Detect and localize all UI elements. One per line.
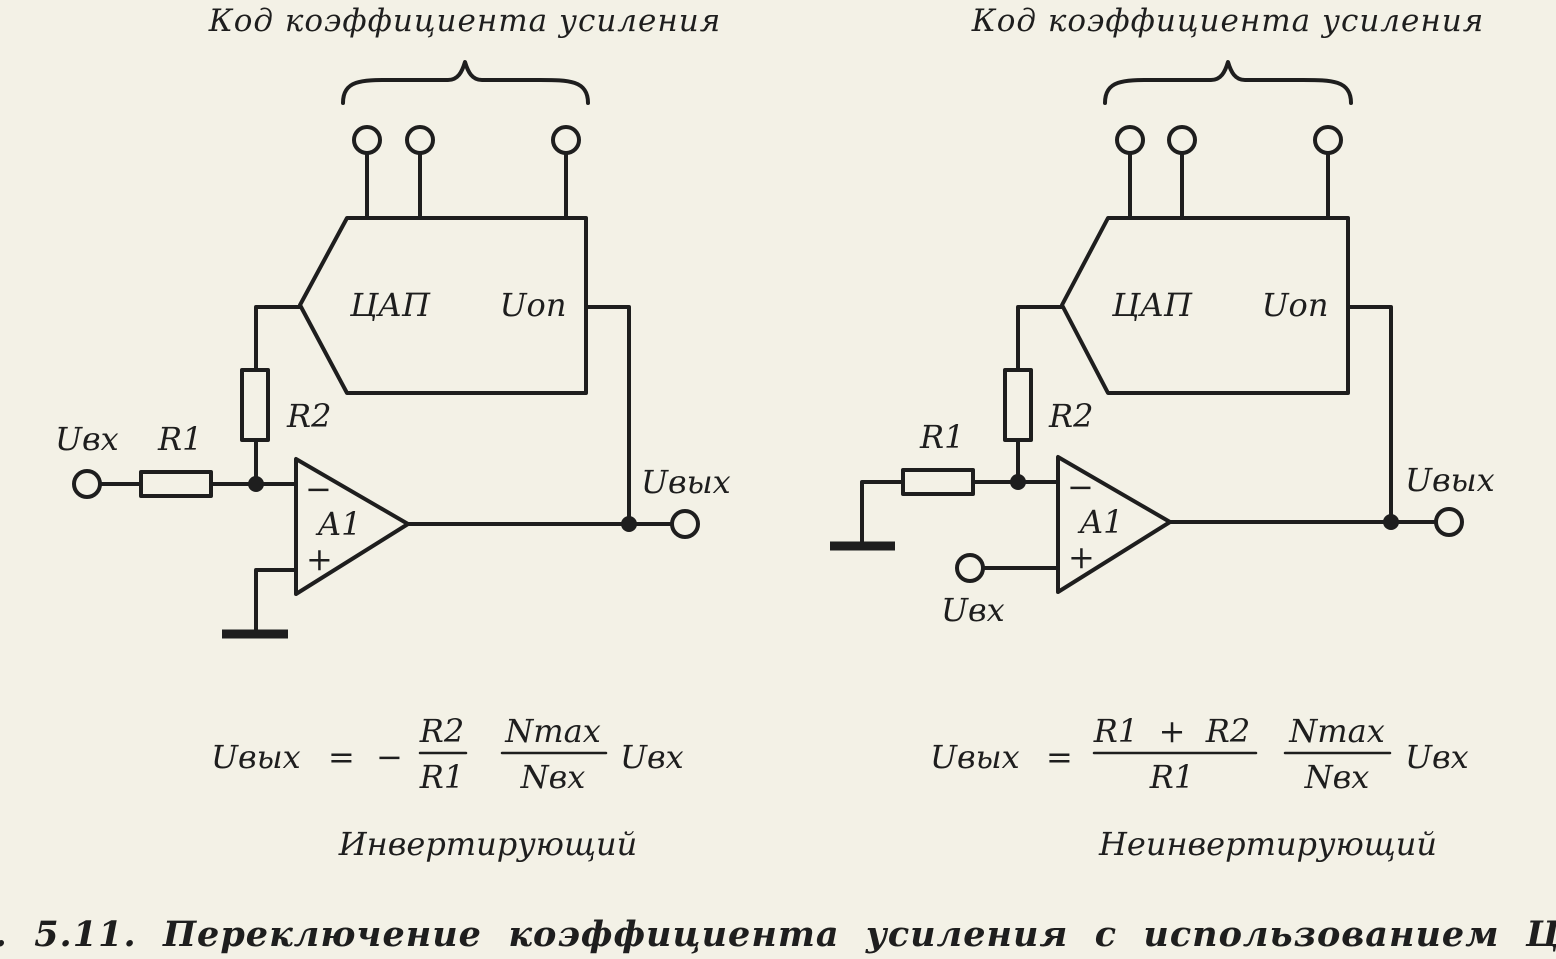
right-code-bit-terminal[interactable]: [1313, 125, 1343, 155]
left-input-terminal[interactable]: [72, 469, 102, 499]
left-dac-label: ЦАП: [349, 286, 431, 324]
right-gain-code-header: Код коэффициента усиления: [971, 3, 1485, 39]
right-ground-wire: [860, 480, 905, 548]
figure-caption: Рис. 5.11. Переключение коэффициента уси…: [0, 914, 1556, 955]
right-output-node: [1383, 514, 1399, 530]
left-output-node: [621, 516, 637, 532]
right-ref-to-output-wire: [1346, 305, 1393, 526]
left-dac-to-r2-wire: [254, 305, 302, 372]
right-formula-frac2-num: Nmax: [1288, 712, 1384, 750]
left-code-brace: [341, 60, 590, 105]
right-formula-frac2-den: Nвх: [1304, 758, 1370, 796]
left-mode-label: Инвертирующий: [338, 825, 637, 863]
left-opamp: [294, 457, 410, 596]
left-formula-rhs: Uвх: [620, 738, 684, 776]
left-input-label: Uвх: [55, 420, 119, 458]
left-formula-frac2-den: Nвх: [520, 758, 586, 796]
right-code-inputs: [1115, 125, 1343, 220]
right-formula-equals: =: [1046, 738, 1073, 776]
left-gain-code-header: Код коэффициента усиления: [208, 3, 722, 39]
right-summing-node: [1010, 474, 1026, 490]
left-output-terminal[interactable]: [670, 509, 700, 539]
left-ref-to-output-wire: [584, 305, 631, 526]
right-dac-block: [1060, 216, 1350, 395]
left-code-inputs: [352, 125, 581, 220]
right-mode-label: Неинвертирующий: [1098, 825, 1437, 863]
right-dac-label: ЦАП: [1111, 286, 1193, 324]
left-output-label: Uвых: [641, 463, 731, 501]
left-dac-block: [298, 216, 588, 395]
right-code-bit-terminal[interactable]: [1115, 125, 1145, 155]
right-code-bit-terminal[interactable]: [1167, 125, 1197, 155]
left-r1-label: R1: [157, 420, 202, 458]
right-dac-to-r2-wire: [1016, 305, 1064, 372]
left-opamp-plus: +: [306, 540, 333, 578]
right-formula: Uвых = R1 + R2 R1 Nmax Nвх Uвх: [930, 712, 1469, 796]
right-r2-resistor: [1003, 368, 1033, 442]
left-r2-resistor: [240, 368, 270, 442]
right-output-label: Uвых: [1405, 461, 1495, 499]
noninverting-circuit: Код коэффициента усиления ЦАП Uоп R2 R1 …: [830, 3, 1495, 863]
left-ref-label: Uоп: [500, 286, 567, 324]
left-formula-sign: −: [376, 738, 403, 776]
right-formula-frac1-num: R1 + R2: [1093, 712, 1250, 750]
right-opamp-plus: +: [1068, 538, 1095, 576]
left-opamp-minus: −: [305, 470, 332, 508]
left-formula-equals: =: [328, 738, 355, 776]
right-input-label: Uвх: [941, 591, 1005, 629]
right-r1-label: R1: [919, 418, 964, 456]
left-formula: Uвых = − R2 R1 Nmax Nвх Uвх: [211, 712, 684, 796]
right-r2-label: R2: [1048, 397, 1093, 435]
left-r1-resistor: [139, 470, 213, 498]
left-r2-label: R2: [286, 397, 331, 435]
inverting-circuit: Код коэффициента усиления ЦАП Uоп R2 Uвх…: [55, 3, 731, 863]
right-code-brace: [1103, 60, 1353, 105]
right-input-terminal[interactable]: [955, 553, 985, 583]
left-formula-frac1-num: R2: [419, 712, 464, 750]
left-code-bit-terminal[interactable]: [551, 125, 581, 155]
left-opamp-label: A1: [315, 505, 361, 543]
right-formula-lhs: Uвых: [930, 738, 1020, 776]
left-formula-frac2-num: Nmax: [504, 712, 600, 750]
right-ref-label: Uоп: [1262, 286, 1329, 324]
right-formula-rhs: Uвх: [1405, 738, 1469, 776]
left-formula-lhs: Uвых: [211, 738, 301, 776]
left-ground-wire: [254, 568, 298, 634]
left-code-bit-terminal[interactable]: [352, 125, 382, 155]
right-r1-resistor: [901, 468, 975, 496]
right-opamp: [1056, 455, 1172, 594]
right-opamp-minus: −: [1067, 468, 1094, 506]
left-summing-node: [248, 476, 264, 492]
right-opamp-label: A1: [1077, 503, 1123, 541]
left-code-bit-terminal[interactable]: [405, 125, 435, 155]
left-formula-frac1-den: R1: [419, 758, 464, 796]
right-formula-frac1-den: R1: [1149, 758, 1194, 796]
right-output-terminal[interactable]: [1434, 507, 1464, 537]
